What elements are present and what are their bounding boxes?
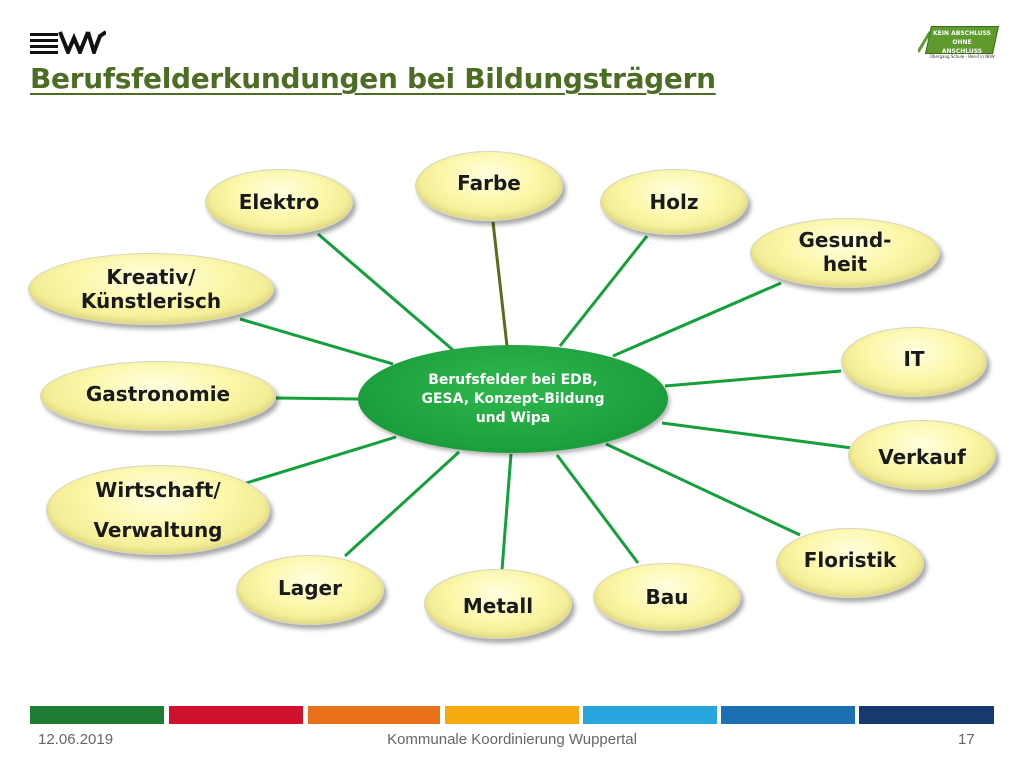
- bubble-bau: Bau: [593, 563, 741, 631]
- bubble-farbe: Farbe: [415, 151, 563, 221]
- footer-page-number: 17: [958, 731, 975, 748]
- logo-badge-text: KEIN ABSCHLUSS OHNE ANSCHLUSS: [932, 29, 992, 56]
- connector-verkauf: [661, 421, 853, 450]
- bubble-holz: Holz: [600, 169, 748, 235]
- connector-elektro: [317, 232, 454, 352]
- connector-metall: [500, 453, 513, 571]
- connector-floristik: [605, 442, 801, 537]
- stripe-darkblue: [859, 706, 994, 724]
- stripe-orange: [308, 706, 440, 724]
- bubble-verkauf: Verkauf: [848, 420, 996, 490]
- connector-wirtschaft: [242, 435, 397, 486]
- connector-it: [664, 369, 842, 388]
- color-stripes: [30, 706, 994, 724]
- connector-lager: [343, 450, 461, 558]
- bubble-metall: Metall: [424, 569, 572, 639]
- connector-holz: [558, 235, 649, 347]
- bubble-wirtschaft: Wirtschaft/ Verwaltung: [46, 465, 270, 555]
- stripe-red: [169, 706, 303, 724]
- footer-center-text: Kommunale Koordinierung Wuppertal: [387, 731, 637, 748]
- bubble-gastronomie: Gastronomie: [40, 361, 276, 431]
- connector-gesundheit: [612, 281, 782, 358]
- logo-subline: Übergang Schule - Beruf in NRW: [930, 54, 995, 59]
- bubble-gesundheit: Gesund- heit: [750, 218, 940, 288]
- stripe-blue: [721, 706, 855, 724]
- stripe-yellow: [445, 706, 579, 724]
- bubble-floristik: Floristik: [776, 528, 924, 598]
- bubble-elektro: Elektro: [205, 169, 353, 235]
- connector-kreativ: [239, 317, 394, 366]
- kein-abschluss-logo: KEIN ABSCHLUSS OHNE ANSCHLUSS Übergang S…: [918, 26, 999, 62]
- logo-line-2: OHNE ANSCHLUSS: [941, 39, 983, 55]
- stripe-green: [30, 706, 164, 724]
- page-title: Berufsfelderkundungen bei Bildungsträger…: [30, 62, 716, 95]
- connector-bau: [555, 454, 640, 564]
- footer-date: 12.06.2019: [38, 731, 114, 748]
- bubble-kreativ: Kreativ/ Künstlerisch: [28, 253, 274, 325]
- connector-farbe: [491, 221, 509, 347]
- bubble-lager: Lager: [236, 555, 384, 625]
- bubble-it: IT: [841, 327, 987, 397]
- wuppertal-logo: [30, 30, 108, 59]
- center-hub: Berufsfelder bei EDB, GESA, Konzept-Bild…: [358, 345, 668, 453]
- logo-line-1: KEIN ABSCHLUSS: [933, 30, 991, 37]
- connector-gastronomie: [275, 396, 359, 401]
- stripe-lightblue: [583, 706, 717, 724]
